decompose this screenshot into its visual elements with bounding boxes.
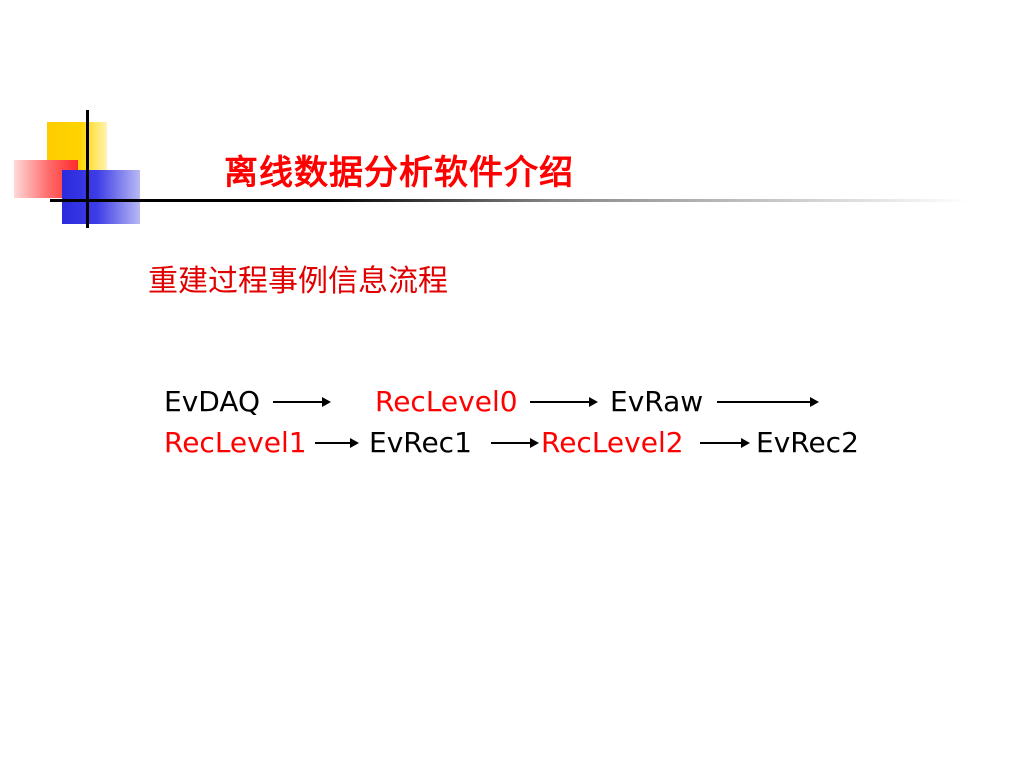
flow-node-evrec1: EvRec1 (369, 426, 472, 459)
slide-subtitle: 重建过程事例信息流程 (148, 264, 448, 299)
slide-title: 离线数据分析软件介绍 (224, 153, 574, 193)
arrow-right-icon (700, 438, 750, 448)
arrow-right-icon (530, 397, 598, 407)
flow-node-evraw: EvRaw (610, 385, 704, 418)
flow-node-evdaq: EvDAQ (164, 385, 261, 418)
decor-vertical-line (86, 110, 89, 228)
arrow-right-icon (491, 438, 539, 448)
title-underline (50, 199, 970, 202)
arrow-right-icon (717, 397, 819, 407)
flow-node-reclevel0: RecLevel0 (375, 385, 518, 418)
flow-node-evrec2: EvRec2 (756, 426, 859, 459)
decor-blue-square (62, 170, 140, 224)
flow-node-reclevel2: RecLevel2 (541, 426, 684, 459)
arrow-right-icon (273, 397, 331, 407)
flow-node-reclevel1: RecLevel1 (164, 426, 307, 459)
arrow-right-icon (315, 438, 359, 448)
